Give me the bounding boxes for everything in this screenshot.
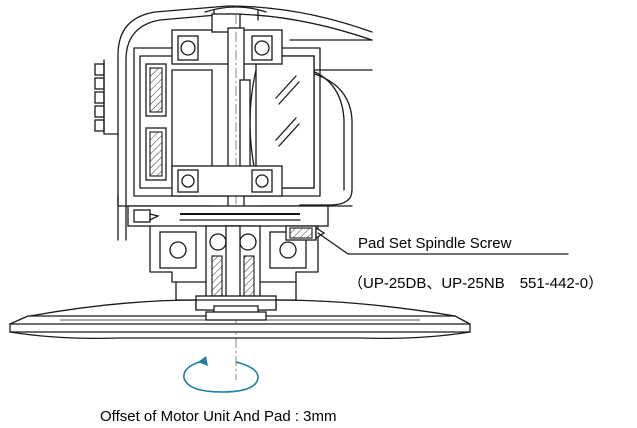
motor-housing — [94, 5, 373, 241]
motor-unit — [133, 47, 321, 197]
callout-leader — [317, 232, 569, 255]
upper-bearing — [171, 13, 283, 65]
offset-caption: Offset of Motor Unit And Pad : 3mm — [100, 408, 337, 425]
magnet-marks — [275, 75, 300, 147]
callout-models: （UP-25DB、UP-25NB 551-442-0） — [348, 275, 603, 292]
lower-bearing — [171, 165, 283, 197]
eccentric-assembly — [149, 225, 319, 307]
sanding-pad — [9, 299, 471, 340]
housing-ribs — [94, 59, 119, 135]
rotation-arrow-icon — [183, 356, 259, 393]
motor-base — [117, 195, 353, 227]
pad-set-spindle-screw — [285, 225, 326, 241]
callout-title: Pad Set Spindle Screw — [358, 235, 512, 252]
